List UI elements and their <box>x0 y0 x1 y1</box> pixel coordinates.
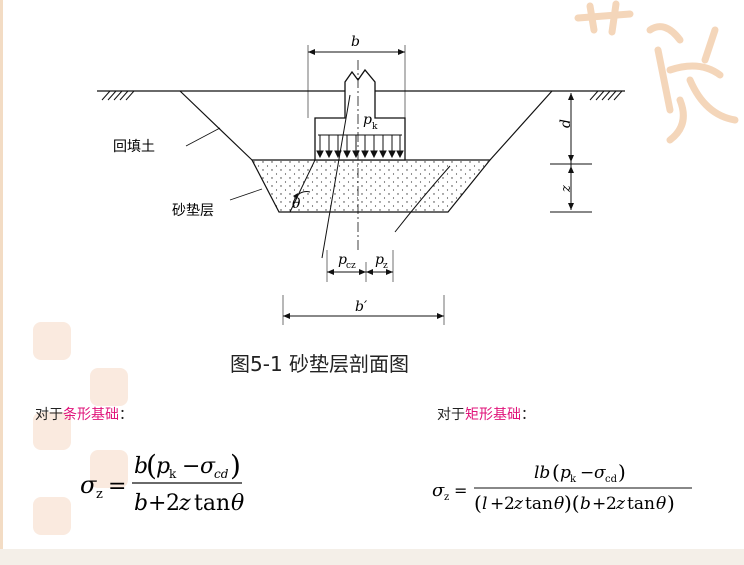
svg-text:2: 2 <box>606 494 617 514</box>
svg-text:−: − <box>182 454 200 479</box>
svg-text:+: + <box>592 494 606 514</box>
label-b: b <box>351 34 360 50</box>
seal-icon <box>90 450 128 488</box>
seal-icon <box>90 368 128 406</box>
svg-text:tan: tan <box>627 494 655 514</box>
label-pk: p <box>363 112 372 128</box>
svg-text:): ) <box>230 449 241 482</box>
svg-text:b: b <box>134 491 148 516</box>
label-d: d <box>558 119 574 128</box>
rect-suffix: ： <box>521 407 535 423</box>
strip-formula: σ z = b ( p k − σ cd ) b + 2 z tan θ <box>80 449 244 516</box>
svg-text:k: k <box>570 474 577 485</box>
svg-text:(: ( <box>474 491 482 515</box>
svg-text:z: z <box>513 494 524 514</box>
svg-text:z: z <box>178 491 191 516</box>
svg-text:σ: σ <box>594 463 606 483</box>
svg-text:z: z <box>444 492 449 503</box>
seal-icon <box>33 322 71 360</box>
svg-text:): ) <box>667 491 675 515</box>
rect-foundation-heading: 对于矩形基础： <box>437 404 535 424</box>
svg-text:tan: tan <box>194 491 230 516</box>
watermark-logo <box>574 0 739 144</box>
svg-text:(: ( <box>146 449 157 482</box>
label-backfill: 回填土 <box>113 139 155 155</box>
svg-text:2: 2 <box>166 491 180 516</box>
label-pcz-sub: cz <box>346 261 356 271</box>
label-pz-sub: z <box>383 261 388 271</box>
label-pk-sub: k <box>372 122 378 132</box>
seal-icon <box>33 412 71 450</box>
strip-foundation-heading: 对于条形基础： <box>35 404 133 424</box>
svg-text:p: p <box>156 454 170 479</box>
svg-text:cd: cd <box>214 467 229 481</box>
svg-text:σ: σ <box>80 471 97 499</box>
svg-text:b: b <box>134 454 148 479</box>
strip-prefix: 对于 <box>35 407 63 423</box>
svg-text:): ) <box>618 460 626 484</box>
svg-text:l: l <box>482 494 487 514</box>
svg-text:θ: θ <box>656 494 666 514</box>
svg-text:+: + <box>490 494 504 514</box>
svg-text:2: 2 <box>504 494 515 514</box>
slide-footer-bar <box>0 549 744 565</box>
rect-prefix: 对于 <box>437 407 465 423</box>
label-pz: p <box>375 252 384 268</box>
label-bprime: b′ <box>355 299 368 315</box>
svg-text:p: p <box>560 463 571 483</box>
slide-left-edge <box>0 0 3 565</box>
svg-text:(: ( <box>552 460 560 484</box>
rect-formula: σ z = lb ( p k − σ cd ) ( l + 2 z tan θ … <box>432 460 692 515</box>
label-sand-cushion: 砂垫层 <box>172 203 214 219</box>
svg-text:+: + <box>148 491 166 516</box>
svg-text:tan: tan <box>525 494 553 514</box>
svg-text:z: z <box>615 494 626 514</box>
strip-highlight: 条形基础 <box>63 407 119 423</box>
svg-text:cd: cd <box>605 474 618 485</box>
svg-text:z: z <box>96 487 103 502</box>
strip-suffix: ： <box>119 407 133 423</box>
label-z: z <box>559 185 574 193</box>
rect-highlight: 矩形基础 <box>465 407 521 423</box>
svg-text:lb: lb <box>534 463 550 483</box>
svg-text:σ: σ <box>200 454 216 479</box>
label-theta: θ <box>292 196 301 212</box>
label-pcz: p <box>338 252 347 268</box>
svg-text:)(: )( <box>564 491 580 515</box>
svg-text:=: = <box>108 474 126 499</box>
svg-text:=: = <box>454 481 467 500</box>
svg-text:k: k <box>169 467 177 481</box>
figure-caption: 图5-1 砂垫层剖面图 <box>230 352 410 376</box>
svg-text:−: − <box>580 463 594 483</box>
svg-text:θ: θ <box>554 494 564 514</box>
svg-text:σ: σ <box>432 480 445 501</box>
svg-text:θ: θ <box>231 491 244 516</box>
svg-text:b: b <box>580 494 591 514</box>
seal-icon <box>33 497 71 535</box>
sand-cushion-diagram: b p k d z θ p cz p z b′ 回填土 砂垫层 <box>97 34 625 325</box>
